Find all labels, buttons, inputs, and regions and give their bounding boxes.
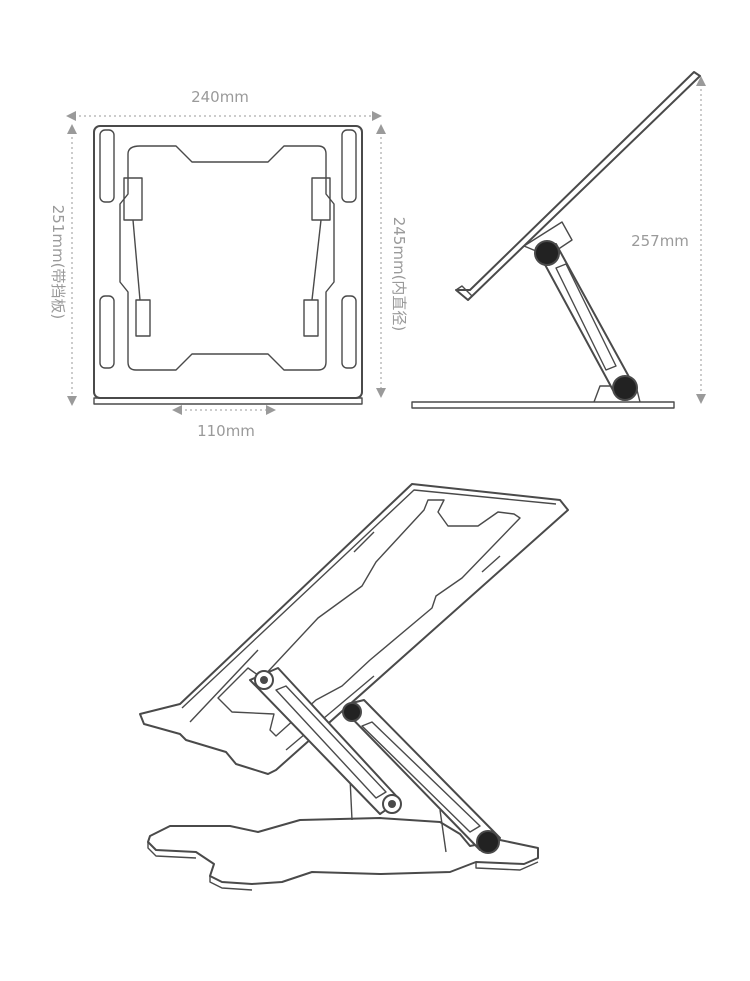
perspective-knob-upper-rear xyxy=(342,702,362,722)
tray-cutout xyxy=(119,145,335,371)
tray-outline xyxy=(93,125,363,399)
dim-side-height: 257mm xyxy=(631,232,689,250)
side-knob-top xyxy=(534,240,560,266)
hinge-right-bottom xyxy=(303,299,319,337)
perspective-base xyxy=(147,817,539,885)
slot-right-top xyxy=(341,129,357,203)
dim-inner-height: 245mm(内直径) xyxy=(390,217,408,332)
slot-right-bottom xyxy=(341,295,357,369)
top-view xyxy=(93,125,363,405)
side-view-dimensions: 257mm xyxy=(631,76,706,404)
side-base xyxy=(411,401,675,409)
dim-base-width: 110mm xyxy=(197,422,255,440)
base-plate-top xyxy=(93,397,363,405)
slot-left-top xyxy=(99,129,115,203)
perspective-tray xyxy=(139,483,569,775)
perspective-view xyxy=(139,483,569,891)
top-view-dimensions: 240mm 251mm(带挡板) 245mm(内直径) 110mm xyxy=(49,88,408,440)
side-arm xyxy=(535,243,635,393)
side-view xyxy=(411,71,701,409)
hinge-left-bottom xyxy=(135,299,151,337)
side-tray xyxy=(455,71,701,301)
perspective-tray-cutout xyxy=(217,499,521,737)
side-knob-bottom xyxy=(612,375,638,401)
perspective-arm-rear xyxy=(339,699,501,851)
slot-left-bottom xyxy=(99,295,115,369)
dim-left-height: 251mm(带挡板) xyxy=(49,205,67,320)
perspective-knob-lower-rear xyxy=(476,830,500,854)
dim-top-width: 240mm xyxy=(191,88,249,106)
